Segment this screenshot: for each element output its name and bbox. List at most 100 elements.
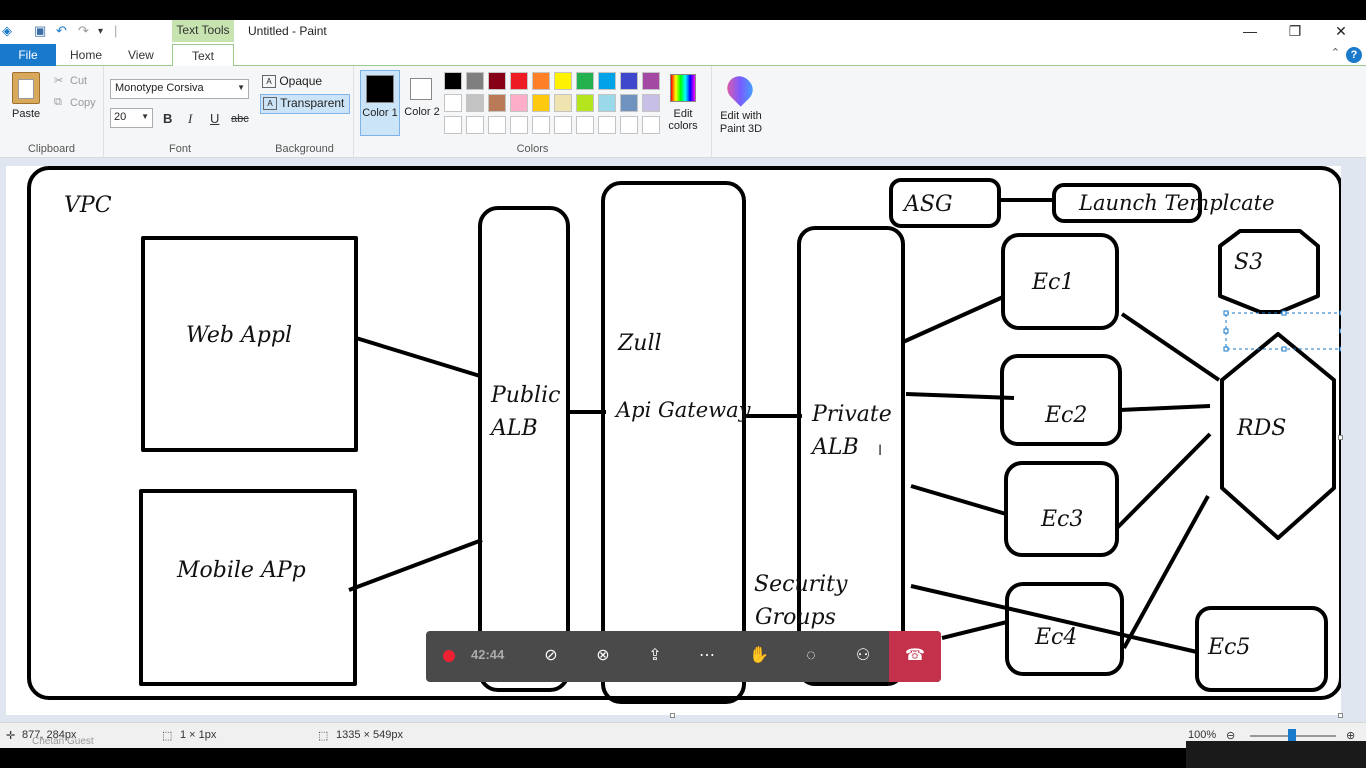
color-swatch[interactable] [466,94,484,112]
help-icon[interactable]: ? [1346,47,1362,63]
paste-icon[interactable] [12,72,40,104]
resize-handle-right[interactable] [1338,435,1343,440]
zoom-level: 100% [1188,729,1217,741]
paint3d-button[interactable]: Edit with Paint 3D [714,70,768,140]
opaque-button[interactable]: A Opaque [262,74,348,92]
ec5-box [1195,606,1328,692]
public-alb-label-line1: Public [490,383,560,408]
participants-icon[interactable]: ⚇ [855,647,871,664]
color-swatch[interactable] [444,116,462,134]
edit-colors-button[interactable]: Edit colors [662,70,704,136]
color-swatch[interactable] [620,94,638,112]
color-swatch[interactable] [642,72,660,90]
mic-off-icon[interactable]: ⊗ [596,647,610,664]
color-swatch[interactable] [444,94,462,112]
share-screen-icon[interactable]: ⇪ [648,647,662,664]
zoom-in-icon[interactable]: ⊕ [1346,730,1356,742]
color-swatch[interactable] [510,94,528,112]
raise-hand-icon[interactable]: ✋ [749,647,769,664]
record-icon[interactable] [437,645,461,667]
status-bar: ✛ 877, 284px Chetan Guest ⬚ 1 × 1px ⬚ 13… [0,722,1366,748]
copy-button[interactable]: Copy [70,97,96,109]
color-swatch[interactable] [554,72,572,90]
underline-button[interactable]: U [210,111,220,126]
color-spectrum-icon [670,74,696,102]
opaque-icon: A [262,75,276,89]
close-icon[interactable]: ✕ [1335,23,1347,39]
chat-icon[interactable]: ◌ [806,647,816,664]
color-swatch[interactable] [488,116,506,134]
color-swatch[interactable] [642,94,660,112]
transparent-label: Transparent [280,96,345,110]
copy-icon: ⧉ [54,96,62,108]
zoom-slider-thumb[interactable] [1288,729,1296,743]
customize-quick-access-icon[interactable]: ▾ [98,26,104,37]
color-swatch[interactable] [510,72,528,90]
color-swatch[interactable] [554,116,572,134]
selection-handle [1339,328,1345,334]
separator: | [114,23,118,38]
phone-hangup-icon: ☎ [905,647,925,664]
color-swatch[interactable] [510,116,528,134]
api-gateway-label: Api Gateway [614,398,752,422]
color-swatch[interactable] [532,72,550,90]
color-swatch[interactable] [488,94,506,112]
connector [348,538,483,592]
top-black-bar [0,0,1366,20]
color-swatch[interactable] [620,116,638,134]
paste-button[interactable]: Paste [12,108,41,120]
tab-home[interactable]: Home [70,48,103,62]
camera-off-icon[interactable]: ⊘ [544,647,558,664]
resize-handle-corner[interactable] [1338,713,1343,718]
italic-button[interactable]: I [188,111,193,126]
color-swatch[interactable] [444,72,462,90]
canvas-size-icon: ⬚ [318,730,329,742]
drawing-canvas[interactable]: VPC Web Appl Mobile APp Public ALB Zull … [6,166,1345,715]
public-alb-label-line2: ALB [489,416,538,441]
tab-view[interactable]: View [128,48,154,62]
more-options-icon[interactable]: ⋯ [699,647,715,664]
color1-label: Color 1 [362,107,398,119]
color-swatch[interactable] [620,72,638,90]
font-family-select[interactable]: Monotype Corsiva ▼ [110,79,249,99]
color-swatch[interactable] [466,116,484,134]
resize-handle-bottom[interactable] [670,713,675,718]
color-swatch[interactable] [466,72,484,90]
tab-file[interactable]: File [0,44,56,66]
color-swatch[interactable] [576,116,594,134]
color-swatch[interactable] [598,116,616,134]
bold-button[interactable]: B [163,111,173,126]
web-app-label: Web Appl [186,323,292,348]
zoom-slider[interactable] [1250,729,1336,743]
security-groups-label-line1: Security [754,572,848,597]
color-swatch[interactable] [598,94,616,112]
color-swatch[interactable] [532,94,550,112]
transparent-button[interactable]: A Transparent [260,94,350,114]
color-swatch[interactable] [488,72,506,90]
color-swatch[interactable] [576,72,594,90]
undo-icon[interactable]: ↶ [56,23,67,38]
hang-up-button[interactable]: ☎ [889,631,941,682]
save-icon[interactable]: ▣ [34,23,47,38]
color-swatch[interactable] [576,94,594,112]
rds-label: RDS [1236,416,1286,441]
paint-app-icon: ◈ [2,23,12,38]
strikethrough-button[interactable]: abc [231,113,249,125]
color-swatch[interactable] [554,94,572,112]
color-swatch[interactable] [642,116,660,134]
tab-text[interactable]: Text [172,44,234,67]
color1-button[interactable]: Color 1 [360,70,400,136]
color-swatch[interactable] [532,116,550,134]
cursor-position-icon: ✛ [6,730,16,742]
cut-button[interactable]: Cut [70,75,88,87]
s3-hexagon [1218,229,1320,314]
zoom-out-icon[interactable]: ⊖ [1226,730,1236,742]
collapse-ribbon-icon[interactable]: ⌃ [1330,47,1340,59]
restore-icon[interactable]: ❐ [1288,23,1302,39]
color2-button[interactable]: Color 2 [404,70,440,136]
color-swatch[interactable] [598,72,616,90]
font-size-select[interactable]: 20 ▼ [110,108,153,128]
redo-icon[interactable]: ↷ [78,23,89,38]
connector [941,620,1008,640]
minimize-icon[interactable]: — [1243,23,1257,39]
